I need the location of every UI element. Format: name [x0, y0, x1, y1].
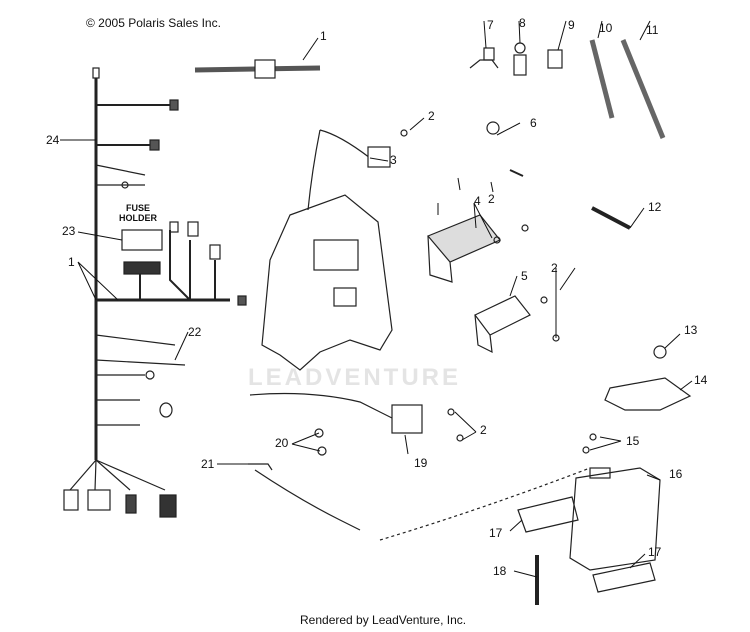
callout-20: 20: [275, 436, 289, 450]
credit-text: Rendered by LeadVenture, Inc.: [300, 613, 467, 627]
callout-4: 4: [474, 194, 481, 208]
fuse-holder-label: FUSE HOLDER: [119, 203, 157, 223]
callout-12: 12: [648, 200, 662, 214]
callout-1-harness: 1: [68, 255, 75, 269]
callout-23: 23: [62, 224, 76, 238]
harness-top-connector: [92, 67, 100, 79]
callout-10: 10: [599, 21, 613, 35]
callout-17-battery: 17: [648, 545, 662, 559]
callout-13: 13: [684, 323, 698, 337]
callout-2-cdi: 2: [551, 261, 558, 275]
callout-14: 14: [694, 373, 708, 387]
callout-22: 22: [188, 325, 202, 339]
callout-7: 7: [487, 18, 494, 32]
callout-2-solenoid: 2: [480, 423, 487, 437]
callout-19: 19: [414, 456, 428, 470]
callout-21: 21: [201, 457, 215, 471]
copyright-text: © 2005 Polaris Sales Inc.: [86, 16, 221, 30]
fuse-holder-box: [121, 229, 163, 251]
callout-2-regulator: 2: [488, 192, 495, 206]
watermark: LEADVENTURE: [248, 364, 462, 391]
fuse-block: [123, 261, 161, 275]
callout-17: 17: [489, 526, 503, 540]
callout-18: 18: [493, 564, 507, 578]
callout-24: 24: [46, 133, 60, 147]
callout-1: 1: [320, 29, 327, 43]
callout-16: 16: [669, 467, 683, 481]
callout-2: 2: [428, 109, 435, 123]
callout-15: 15: [626, 434, 640, 448]
callout-11: 11: [646, 23, 659, 37]
callout-6: 6: [530, 116, 537, 130]
callout-9: 9: [568, 18, 575, 32]
callout-8: 8: [519, 16, 526, 30]
callout-5: 5: [521, 269, 528, 283]
callout-3: 3: [390, 153, 397, 167]
